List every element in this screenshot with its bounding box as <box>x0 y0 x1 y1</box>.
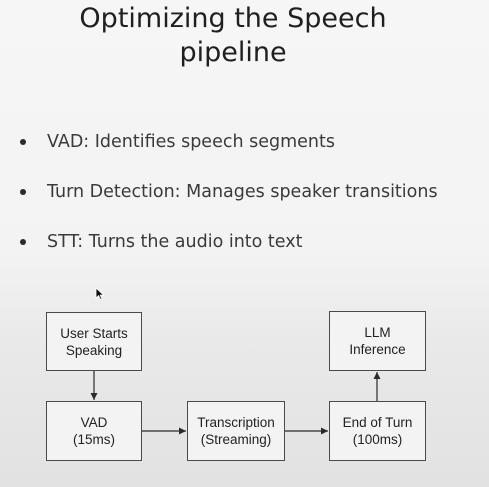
node-transcription: Transcription (Streaming) <box>187 401 285 461</box>
bullet-item-vad: VAD: Identifies speech segments <box>0 130 489 154</box>
node-llm-inference: LLM Inference <box>329 311 426 371</box>
node-user-starts-speaking: User Starts Speaking <box>46 312 142 371</box>
node-vad: VAD (15ms) <box>46 401 142 461</box>
bullet-dot-icon <box>20 139 26 145</box>
bullet-item-turn-detection: Turn Detection: Manages speaker transiti… <box>0 180 489 204</box>
node-label-line-1: End of Turn <box>342 415 413 430</box>
slide-title: Optimizing the Speech pipeline <box>0 2 466 70</box>
node-label-line-1: User Starts <box>60 325 128 341</box>
bullet-text: VAD: Identifies speech segments <box>47 132 335 152</box>
slide-title-line-2: pipeline <box>179 37 287 68</box>
node-label-line-1: Transcription <box>197 415 275 430</box>
node-label-line-1: LLM <box>364 325 391 340</box>
node-end-of-turn: End of Turn (100ms) <box>329 401 426 461</box>
node-label-line-2: (15ms) <box>72 432 115 447</box>
slide-title-line-1: Optimizing the Speech <box>79 3 387 34</box>
node-label-line-2: Inference <box>349 342 406 357</box>
bullet-dot-icon <box>20 239 26 245</box>
mouse-pointer-icon <box>95 287 104 300</box>
node-label-line-2: Speaking <box>65 342 123 358</box>
bullet-dot-icon <box>20 189 26 195</box>
bullet-text: STT: Turns the audio into text <box>47 232 303 252</box>
node-label-line-1: VAD <box>80 415 108 430</box>
bullet-text: Turn Detection: Manages speaker transiti… <box>47 182 438 202</box>
bullet-item-stt: STT: Turns the audio into text <box>0 230 489 254</box>
node-label-line-2: (100ms) <box>352 432 403 447</box>
node-label-line-2: (Streaming) <box>200 432 272 447</box>
